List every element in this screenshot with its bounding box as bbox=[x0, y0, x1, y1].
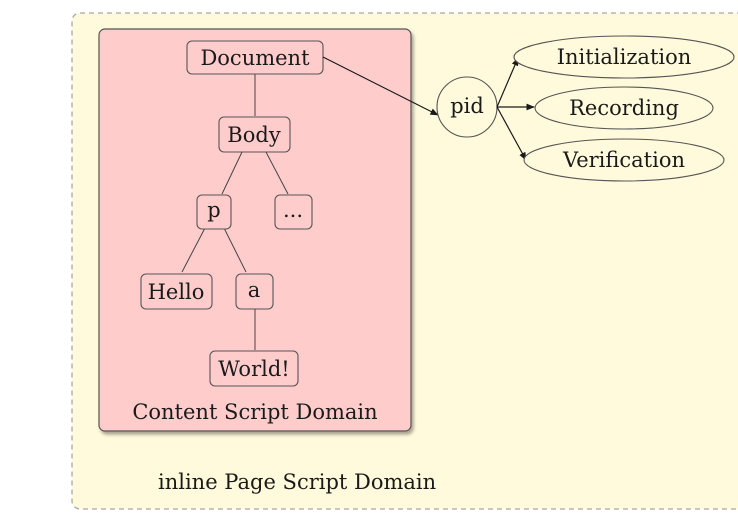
tree-node-document-label: Document bbox=[200, 46, 310, 70]
tree-node-hello: Hello bbox=[140, 273, 213, 310]
target-verification: Verification bbox=[523, 138, 725, 182]
target-recording-label: Recording bbox=[569, 96, 679, 120]
tree-node-ellipsis-label: ... bbox=[283, 198, 303, 222]
tree-node-a: a bbox=[235, 273, 274, 310]
content-script-domain bbox=[98, 28, 412, 432]
tree-node-hello-label: Hello bbox=[148, 280, 205, 304]
target-initialization: Initialization bbox=[513, 35, 735, 79]
pid-node: pid bbox=[436, 76, 498, 138]
edge-body-p bbox=[221, 151, 243, 195]
pid-label: pid bbox=[450, 94, 484, 118]
content-script-domain-label: Content Script Domain bbox=[132, 400, 377, 424]
arrow-pid-verification bbox=[496, 106, 527, 161]
arrow-pid-initialization bbox=[496, 57, 519, 108]
tree-node-p-label: p bbox=[207, 198, 220, 222]
tree-node-world-label: World! bbox=[218, 357, 289, 381]
target-initialization-label: Initialization bbox=[557, 45, 692, 69]
tree-node-a-label: a bbox=[248, 278, 261, 302]
tree-node-ellipsis: ... bbox=[274, 194, 313, 230]
edge-p-a bbox=[223, 227, 247, 273]
tree-edges bbox=[181, 74, 289, 350]
tree-node-document: Document bbox=[186, 40, 324, 75]
target-verification-label: Verification bbox=[562, 148, 685, 172]
page-script-domain-label: inline Page Script Domain bbox=[158, 470, 436, 494]
arrow-document-pid bbox=[322, 56, 439, 116]
tree-node-body: Body bbox=[218, 116, 291, 153]
edge-p-hello bbox=[181, 227, 206, 273]
tree-node-body-label: Body bbox=[227, 123, 281, 147]
tree-node-world: World! bbox=[209, 350, 299, 387]
edge-body-ellipsis bbox=[265, 151, 289, 195]
target-recording: Recording bbox=[534, 86, 714, 130]
tree-node-p: p bbox=[196, 194, 232, 230]
